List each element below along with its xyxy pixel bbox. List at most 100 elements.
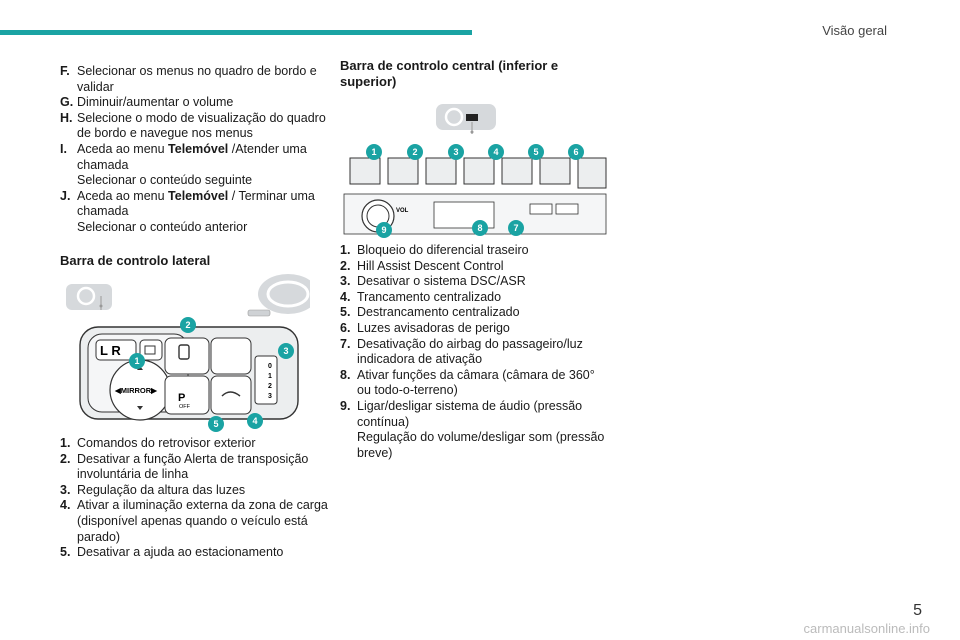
item-key: 9. — [340, 398, 351, 413]
list-item: F. Selecionar os menus no quadro de bord… — [60, 64, 330, 95]
vol-label: VOL — [396, 208, 409, 214]
off-label: OFF — [179, 404, 191, 410]
watermark: carmanualsonline.info — [803, 621, 930, 636]
item-key: 8. — [340, 367, 351, 382]
item-key: 6. — [340, 320, 351, 335]
item-text: Ativar a iluminação externa da zona de c… — [77, 498, 328, 544]
steering-wheel-large-icon — [247, 274, 310, 317]
item-key: 7. — [340, 336, 351, 351]
item-key: 4. — [60, 498, 71, 513]
callout-label: 4 — [252, 416, 257, 426]
item-text: Desativar o sistema DSC/ASR — [357, 274, 526, 289]
item-text: Desativar a função Alerta de transposiçã… — [77, 451, 309, 482]
callout-label: 2 — [412, 147, 417, 157]
list-item: 5. Destrancamento centralizado — [340, 305, 610, 321]
callout-3 — [278, 343, 294, 359]
list-item: J. Aceda ao menu Telemóvel / Terminar um… — [60, 189, 330, 236]
callout-label: 5 — [213, 419, 218, 429]
list-item: 2. Desativar a função Alerta de transposi… — [60, 452, 330, 483]
item-text: Trancamento centralizado — [357, 289, 502, 304]
left-column: F. Selecionar os menus no quadro de bord… — [60, 64, 330, 268]
callout-label: 8 — [477, 223, 482, 233]
callout-6 — [568, 144, 584, 160]
item-key: 2. — [60, 451, 71, 466]
item-text: Ativar funções da câmara (câmara de 360°… — [357, 367, 595, 398]
callout-3 — [448, 144, 464, 160]
callout-4 — [247, 413, 263, 429]
list-item: G. Diminuir/aumentar o volume — [60, 95, 330, 111]
callout-label: 1 — [134, 356, 139, 366]
item-text: Selecionar os menus no quadro de bordo e… — [77, 64, 317, 94]
item-key: G. — [60, 95, 74, 110]
steering-wheel-icon — [436, 104, 496, 134]
callout-label: 1 — [371, 147, 376, 157]
list-item: 3. Desativar o sistema DSC/ASR — [340, 274, 610, 290]
item-text: Bloqueio do diferencial traseiro — [357, 243, 529, 257]
item-text: Diminuir/aumentar o volume — [77, 95, 234, 110]
list-item: 4. Trancamento centralizado — [340, 290, 610, 306]
callout-label: 3 — [283, 346, 288, 356]
item-text: Comandos do retrovisor exterior — [77, 436, 256, 450]
item-key: 5. — [60, 545, 71, 560]
callout-4 — [488, 144, 504, 160]
scale-label: 2 — [268, 383, 272, 390]
list-item: H. Selecione o modo de visualização do q… — [60, 111, 330, 142]
callout-label: 5 — [533, 147, 538, 157]
central-control-figure: VOL 1 2 3 4 5 6 7 8 9 — [343, 104, 607, 238]
item-text: Destrancamento centralizado — [357, 305, 520, 320]
list-item: 3. Regulação da altura das luzes — [60, 483, 330, 499]
central-list: 1. Bloqueio do diferencial traseiro 2.Hil… — [340, 243, 610, 461]
callout-2 — [180, 317, 196, 333]
list-item: 1. Comandos do retrovisor exterior — [60, 436, 330, 452]
item-text: Aceda ao menu Telemóvel / Terminar uma c… — [77, 188, 315, 219]
callout-2 — [407, 144, 423, 160]
item-key: J. — [60, 188, 71, 203]
item-text: Desativar a ajuda ao estacionamento — [77, 545, 284, 560]
callout-label: 7 — [513, 223, 518, 233]
item-subtext: Selecionar o conteúdo anterior — [77, 219, 248, 234]
item-key: 4. — [340, 289, 351, 304]
section-title: Visão geral — [822, 23, 887, 38]
list-item: 2.Hill Assist Descent Control — [340, 259, 610, 275]
item-subtext: Regulação do volume/desligar som (pressã… — [357, 430, 605, 460]
item-key: F. — [60, 64, 70, 78]
item-key: 1. — [340, 243, 351, 257]
list-item: 7. Desativação do airbag do passageiro/lu… — [340, 337, 610, 368]
lateral-heading: Barra de controlo lateral — [60, 252, 211, 268]
list-item: 8. Ativar funções da câmara (câmara de 36… — [340, 368, 610, 399]
callout-1 — [366, 144, 382, 160]
lr-label: L R — [100, 343, 121, 358]
item-key: 3. — [60, 482, 71, 497]
callout-7 — [508, 220, 524, 236]
list-item: I. Aceda ao menu Telemóvel /Atender uma … — [60, 142, 330, 189]
item-text: Ligar/desligar sistema de áudio (pressão… — [357, 398, 583, 429]
item-text: Aceda ao menu Telemóvel /Atender uma cha… — [77, 141, 307, 172]
item-key: 5. — [340, 305, 351, 320]
scale-label: 1 — [268, 373, 272, 380]
list-item: 1. Bloqueio do diferencial traseiro — [340, 243, 610, 259]
item-text: Selecione o modo de visualização do quad… — [77, 110, 326, 141]
callout-label: 6 — [573, 147, 578, 157]
item-text: Luzes avisadoras de perigo — [357, 320, 510, 335]
item-key: 1. — [60, 436, 71, 450]
callout-label: 3 — [453, 147, 458, 157]
callout-9 — [376, 222, 392, 238]
scale-label: 0 — [268, 363, 272, 370]
item-text: Desativação do airbag do passageiro/luz … — [357, 336, 583, 367]
item-text: Regulação da altura das luzes — [77, 482, 246, 497]
item-subtext: Selecionar o conteúdo seguinte — [77, 173, 253, 188]
item-text: Hill Assist Descent Control — [357, 258, 504, 273]
central-heading-wrap: Barra de controlo central (inferior e su… — [340, 58, 570, 89]
list-item: 9. Ligar/desligar sistema de áudio (pres… — [340, 399, 610, 461]
steering-wheel-icon — [66, 284, 112, 310]
item-key: 3. — [340, 274, 351, 289]
p-label: P — [178, 392, 185, 404]
lateral-control-figure: L R ◀MIRROR▶ P OFF 0 1 2 3 1 2 3 4 5 — [66, 274, 310, 432]
item-key: H. — [60, 110, 73, 125]
callout-1 — [129, 353, 145, 369]
lateral-list: 1. Comandos do retrovisor exterior 2. Desa… — [60, 436, 330, 561]
mirror-label: ◀MIRROR▶ — [114, 386, 158, 395]
callout-label: 2 — [185, 320, 190, 330]
header-accent-bar — [0, 30, 472, 35]
list-item: 5. Desativar a ajuda ao estacionamento — [60, 545, 330, 561]
